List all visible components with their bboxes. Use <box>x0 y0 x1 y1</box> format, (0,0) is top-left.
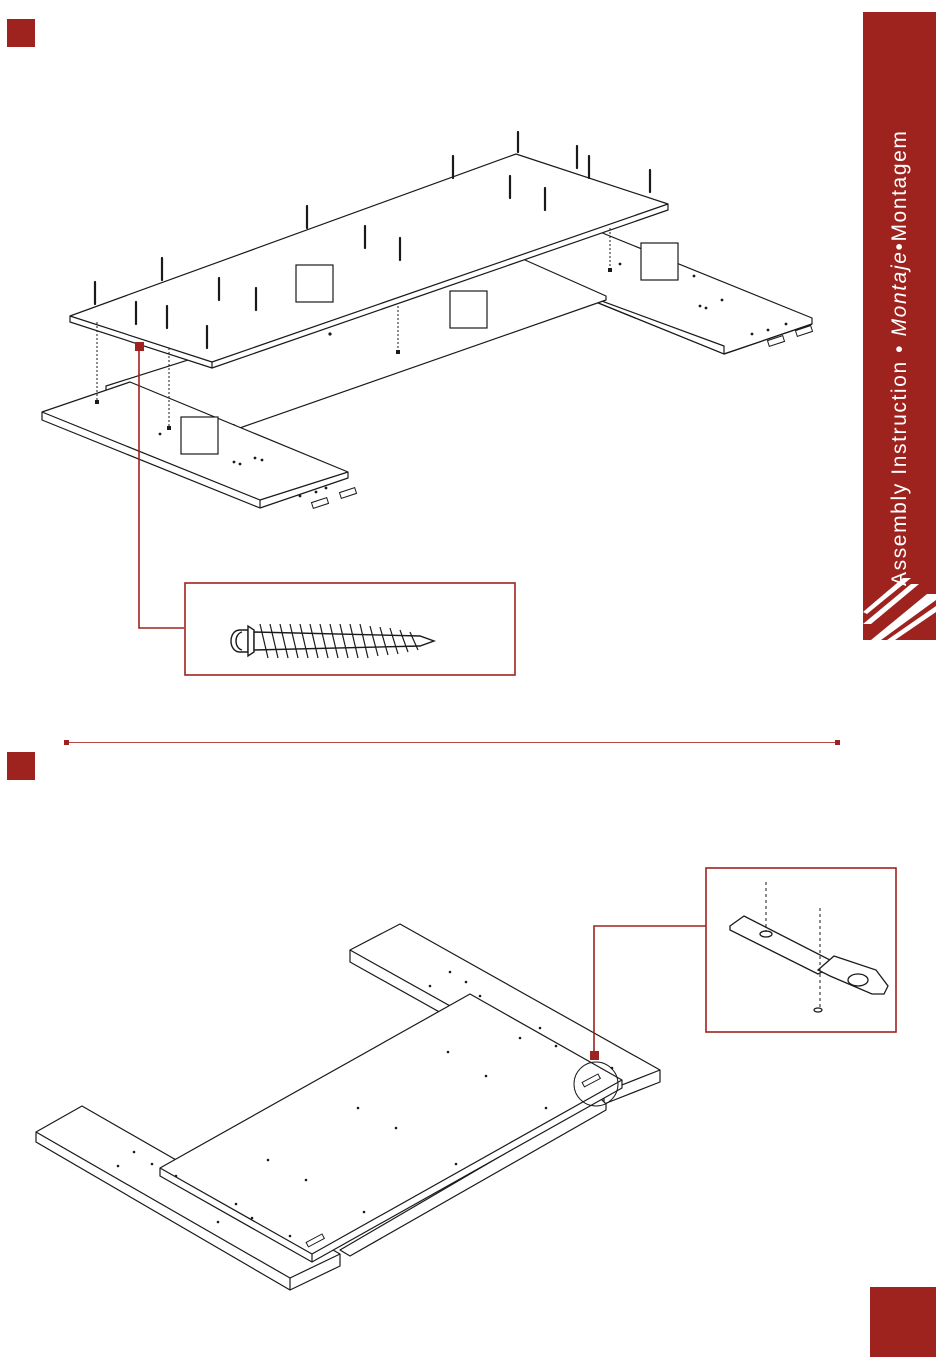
bracket-icon <box>730 916 888 1012</box>
